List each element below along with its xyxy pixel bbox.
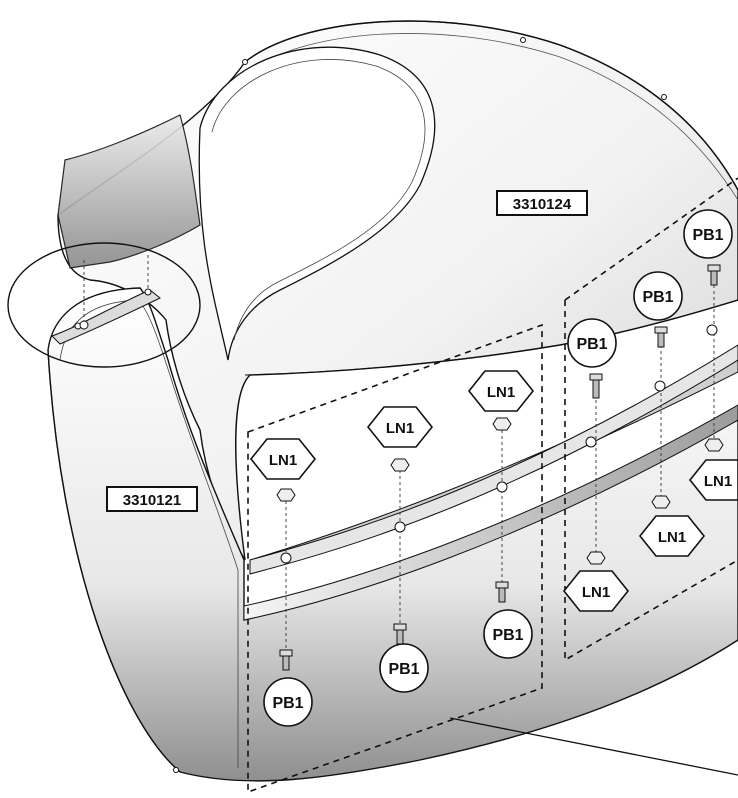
bolt-6: [707, 264, 721, 286]
nut-6: [704, 438, 724, 452]
nut-5: [651, 495, 671, 509]
callout-pb1-label: PB1: [388, 661, 419, 678]
callout-pb1-5: PB1: [633, 271, 683, 321]
detail-circle: [7, 242, 201, 368]
assembly-box-front: [247, 323, 543, 794]
callout-ln1-label: LN1: [582, 584, 610, 601]
callout-ln1-label: LN1: [704, 473, 732, 490]
part-label-lower-shell: 3310121: [106, 486, 198, 512]
callout-ln1-label: LN1: [269, 452, 297, 469]
callout-ln1-4: LN1: [562, 570, 630, 612]
callout-pb1-label: PB1: [576, 336, 607, 353]
callout-pb1-label: PB1: [492, 627, 523, 644]
nut-1: [276, 488, 296, 502]
leader-line: [449, 717, 738, 776]
callout-ln1-label: LN1: [658, 529, 686, 546]
bolt-4: [589, 373, 603, 399]
callout-pb1-4: PB1: [567, 318, 617, 368]
nut-4: [586, 551, 606, 565]
bolt-3: [495, 581, 509, 603]
bolt-1: [279, 649, 293, 671]
callout-pb1-3: PB1: [483, 609, 533, 659]
callout-pb1-6: PB1: [683, 209, 733, 259]
callout-ln1-6: LN1: [688, 459, 738, 501]
nut-2: [390, 458, 410, 472]
bolt-5: [654, 326, 668, 348]
assembly-box-side: [564, 177, 738, 662]
callout-pb1-label: PB1: [272, 695, 303, 712]
callout-pb1-label: PB1: [692, 227, 723, 244]
nut-3: [492, 417, 512, 431]
callout-pb1-label: PB1: [642, 289, 673, 306]
callout-pb1-2: PB1: [379, 643, 429, 693]
joint-band-upper: [249, 344, 738, 575]
callout-ln1-label: LN1: [386, 420, 414, 437]
part-number-lower: 3310121: [123, 492, 181, 509]
callout-ln1-2: LN1: [366, 406, 434, 448]
callout-ln1-1: LN1: [249, 438, 317, 480]
hardware-front: [79, 255, 724, 671]
callout-ln1-3: LN1: [467, 370, 535, 412]
callout-pb1-1: PB1: [263, 677, 313, 727]
callout-ln1-5: LN1: [638, 515, 706, 557]
part-number-upper: 3310124: [513, 196, 572, 213]
callout-ln1-label: LN1: [487, 384, 515, 401]
part-label-upper-shell: 3310124: [496, 190, 588, 216]
